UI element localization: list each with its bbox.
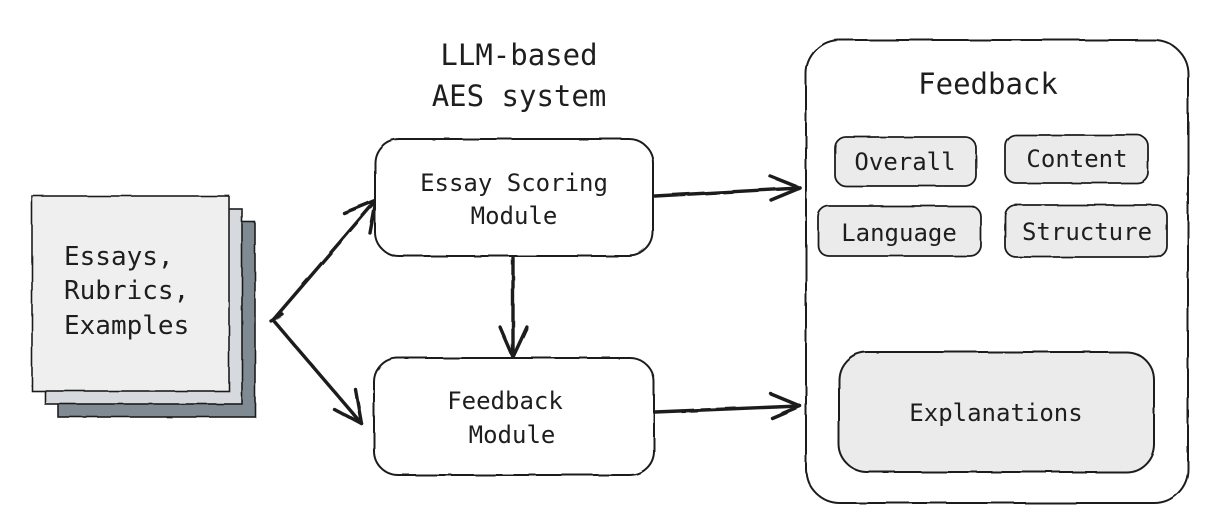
output-arrows	[653, 174, 802, 420]
feedback-panel: Feedback Overall Content Language Struct…	[805, 39, 1189, 504]
input-stack-label: Essays, Rubrics, Examples	[64, 242, 189, 341]
arrow-to-feedback-head	[332, 388, 364, 426]
system-title-line-1: LLM-based	[440, 38, 597, 72]
input-label-line-1: Essays,	[64, 242, 174, 272]
tag-content-box	[1004, 134, 1149, 184]
feedback-panel-title: Feedback	[918, 67, 1058, 101]
tag-language-box	[817, 205, 982, 257]
tag-overall-label: Overall	[854, 148, 955, 176]
input-label-line-2: Rubrics,	[64, 276, 189, 306]
tag-language-label: Language	[841, 219, 957, 247]
feedback-module: Feedback Module	[373, 357, 655, 476]
feedback-tag-content: Content	[1004, 134, 1149, 184]
explanations-label: Explanations	[909, 399, 1082, 427]
feedback-module-box	[373, 357, 655, 476]
input-label-line-3: Examples	[64, 311, 189, 341]
scoring-output-shaft	[653, 186, 802, 198]
system-title-line-2: AES system	[432, 79, 607, 113]
explanations-box	[838, 351, 1155, 473]
feedback-output-shaft	[653, 404, 802, 414]
input-branch-arrows	[269, 198, 378, 426]
stack-sheet-front	[31, 195, 230, 392]
tag-content-label: Content	[1026, 145, 1127, 173]
scoring-module-line-1: Essay Scoring	[420, 169, 608, 197]
feedback-tag-overall: Overall	[834, 136, 977, 187]
branch-tick	[269, 312, 284, 323]
essay-scoring-module: Essay Scoring Module	[374, 138, 654, 257]
explanations-block: Explanations	[838, 351, 1155, 473]
tag-structure-box	[1004, 204, 1168, 258]
feedback-tag-language: Language	[817, 205, 982, 257]
scoring-module-line-2: Module	[471, 202, 558, 230]
tag-structure-label: Structure	[1022, 218, 1152, 246]
scoring-module-box	[374, 138, 654, 257]
feedback-output-head	[769, 392, 802, 420]
arrow-to-feedback-shaft	[271, 318, 364, 426]
feedback-module-line-1: Feedback	[447, 387, 563, 415]
vertical-arrow-head	[498, 325, 529, 359]
scoring-output-head	[768, 174, 802, 202]
feedback-tag-structure: Structure	[1004, 204, 1168, 258]
scoring-to-feedback-arrow	[498, 256, 529, 359]
tag-overall-box	[834, 136, 977, 187]
system-title: LLM-based AES system	[432, 38, 607, 113]
input-document-stack	[31, 195, 256, 418]
feedback-module-line-2: Module	[469, 421, 556, 449]
arrow-to-scoring-shaft	[271, 198, 378, 322]
